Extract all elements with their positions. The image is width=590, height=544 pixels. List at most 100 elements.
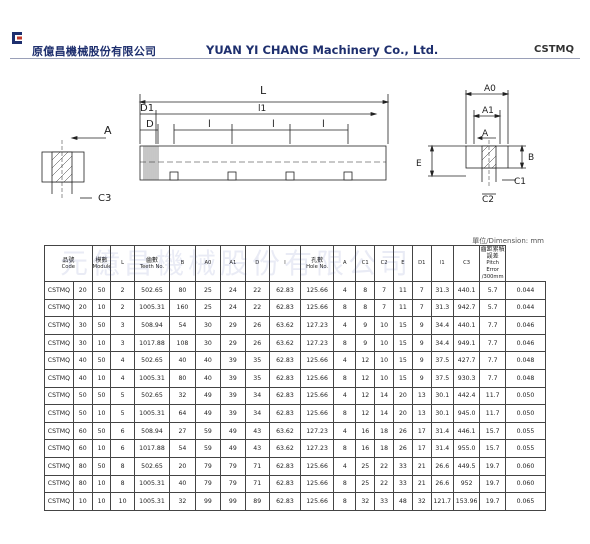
table-cell: 440.1	[452, 281, 481, 300]
column-header-en: Module	[92, 263, 111, 270]
column-header-en: C2	[380, 260, 388, 266]
table-cell: 945.0	[452, 404, 481, 423]
page-header: 原億昌機械股份有限公司 YUAN YI CHANG Machinery Co.,…	[10, 6, 580, 58]
table-cell: 5.7	[479, 298, 506, 318]
table-cell: 4	[110, 351, 135, 370]
table-cell: 31.4	[430, 439, 454, 458]
table-cell: 127.23	[299, 421, 335, 441]
table-cell: 0.050	[504, 386, 547, 406]
column-header-en: Pitch Error /300mm	[481, 260, 504, 280]
table-cell: 49	[194, 404, 222, 423]
table-cell: 8	[333, 439, 357, 458]
table-cell: 26.6	[430, 456, 454, 476]
column-header-cn: 齒數	[145, 256, 158, 264]
table-cell: 0.044	[504, 281, 547, 300]
label-l-1: l	[208, 119, 211, 130]
table-cell: 4	[110, 368, 135, 388]
header-divider	[10, 58, 580, 59]
table-cell: 80	[72, 456, 93, 476]
table-cell: 4	[333, 421, 357, 441]
table-cell: 37.5	[430, 351, 454, 370]
table-cell: 15	[393, 333, 413, 353]
company-logo-icon	[10, 30, 24, 46]
column-header-en: L	[121, 260, 125, 266]
table-cell: 40	[72, 351, 93, 370]
table-cell: 8	[110, 456, 135, 476]
table-cell: 10	[110, 492, 135, 511]
table-cell: 10	[374, 333, 395, 353]
table-cell: 125.66	[299, 281, 335, 300]
table-cell: 9	[411, 333, 432, 353]
table-cell: 1017.88	[133, 439, 171, 458]
table-cell: 19.7	[479, 474, 506, 494]
table-cell: 50	[91, 351, 112, 370]
table-cell: 449.5	[452, 456, 481, 476]
table-cell: 40	[194, 351, 222, 370]
table-cell: 15.7	[479, 421, 506, 441]
table-cell: 49	[220, 439, 246, 458]
table-cell: CSTMQ	[44, 421, 74, 441]
table-cell: 2	[110, 298, 135, 318]
table-cell: 4	[333, 386, 357, 406]
table-cell: 29	[220, 316, 246, 335]
table-cell: 59	[194, 421, 222, 441]
table-cell: 7	[411, 281, 432, 300]
table-cell: 99	[194, 492, 222, 511]
table-cell: 121.7	[430, 492, 454, 511]
column-header: C3	[452, 245, 481, 282]
table-cell: 6	[110, 421, 135, 441]
table-cell: 127.23	[299, 439, 335, 458]
table-cell: 25	[194, 281, 222, 300]
table-cell: 19.7	[479, 456, 506, 476]
table-cell: 15	[393, 316, 413, 335]
table-cell: 7	[411, 298, 432, 318]
column-header-cn: 模數	[95, 256, 108, 264]
column-header-en: l	[284, 260, 286, 266]
table-cell: CSTMQ	[44, 439, 74, 458]
table-cell: 0.048	[504, 351, 547, 370]
table-cell: CSTMQ	[44, 316, 74, 335]
company-name-chinese: 原億昌機械股份有限公司	[32, 45, 157, 58]
table-cell: 942.7	[452, 298, 481, 318]
table-cell: 3	[110, 316, 135, 335]
table-cell: 39	[220, 404, 246, 423]
table-cell: 54	[169, 439, 196, 458]
table-cell: 125.66	[299, 386, 335, 406]
table-cell: 0.060	[504, 474, 547, 494]
table-cell: 0.050	[504, 404, 547, 423]
table-cell: 71	[244, 474, 270, 494]
table-cell: 22	[244, 281, 270, 300]
table-cell: 30.1	[430, 386, 454, 406]
column-header: L	[110, 245, 135, 282]
table-cell: 30	[194, 333, 222, 353]
table-cell: 62.83	[268, 281, 301, 300]
table-cell: 89	[244, 492, 270, 511]
table-cell: 50	[72, 386, 93, 406]
table-cell: 80	[169, 368, 196, 388]
table-cell: 50	[91, 421, 112, 441]
table-cell: 99	[220, 492, 246, 511]
table-cell: 127.23	[299, 316, 335, 335]
table-cell: 26	[244, 316, 270, 335]
column-header-en: C1	[361, 260, 369, 266]
table-cell: CSTMQ	[44, 351, 74, 370]
table-cell: 50	[91, 281, 112, 300]
table-cell: 6	[110, 439, 135, 458]
table-cell: 31.3	[430, 298, 454, 318]
label-A-right: A	[482, 129, 489, 139]
column-header: A	[333, 245, 357, 282]
table-cell: 33	[393, 474, 413, 494]
table-cell: 39	[220, 351, 246, 370]
table-cell: 127.23	[299, 333, 335, 353]
table-cell: 440.1	[452, 316, 481, 335]
table-cell: 50	[72, 404, 93, 423]
column-header-en: l1	[439, 260, 445, 266]
table-cell: 952	[452, 474, 481, 494]
table-cell: 1005.31	[133, 492, 171, 511]
